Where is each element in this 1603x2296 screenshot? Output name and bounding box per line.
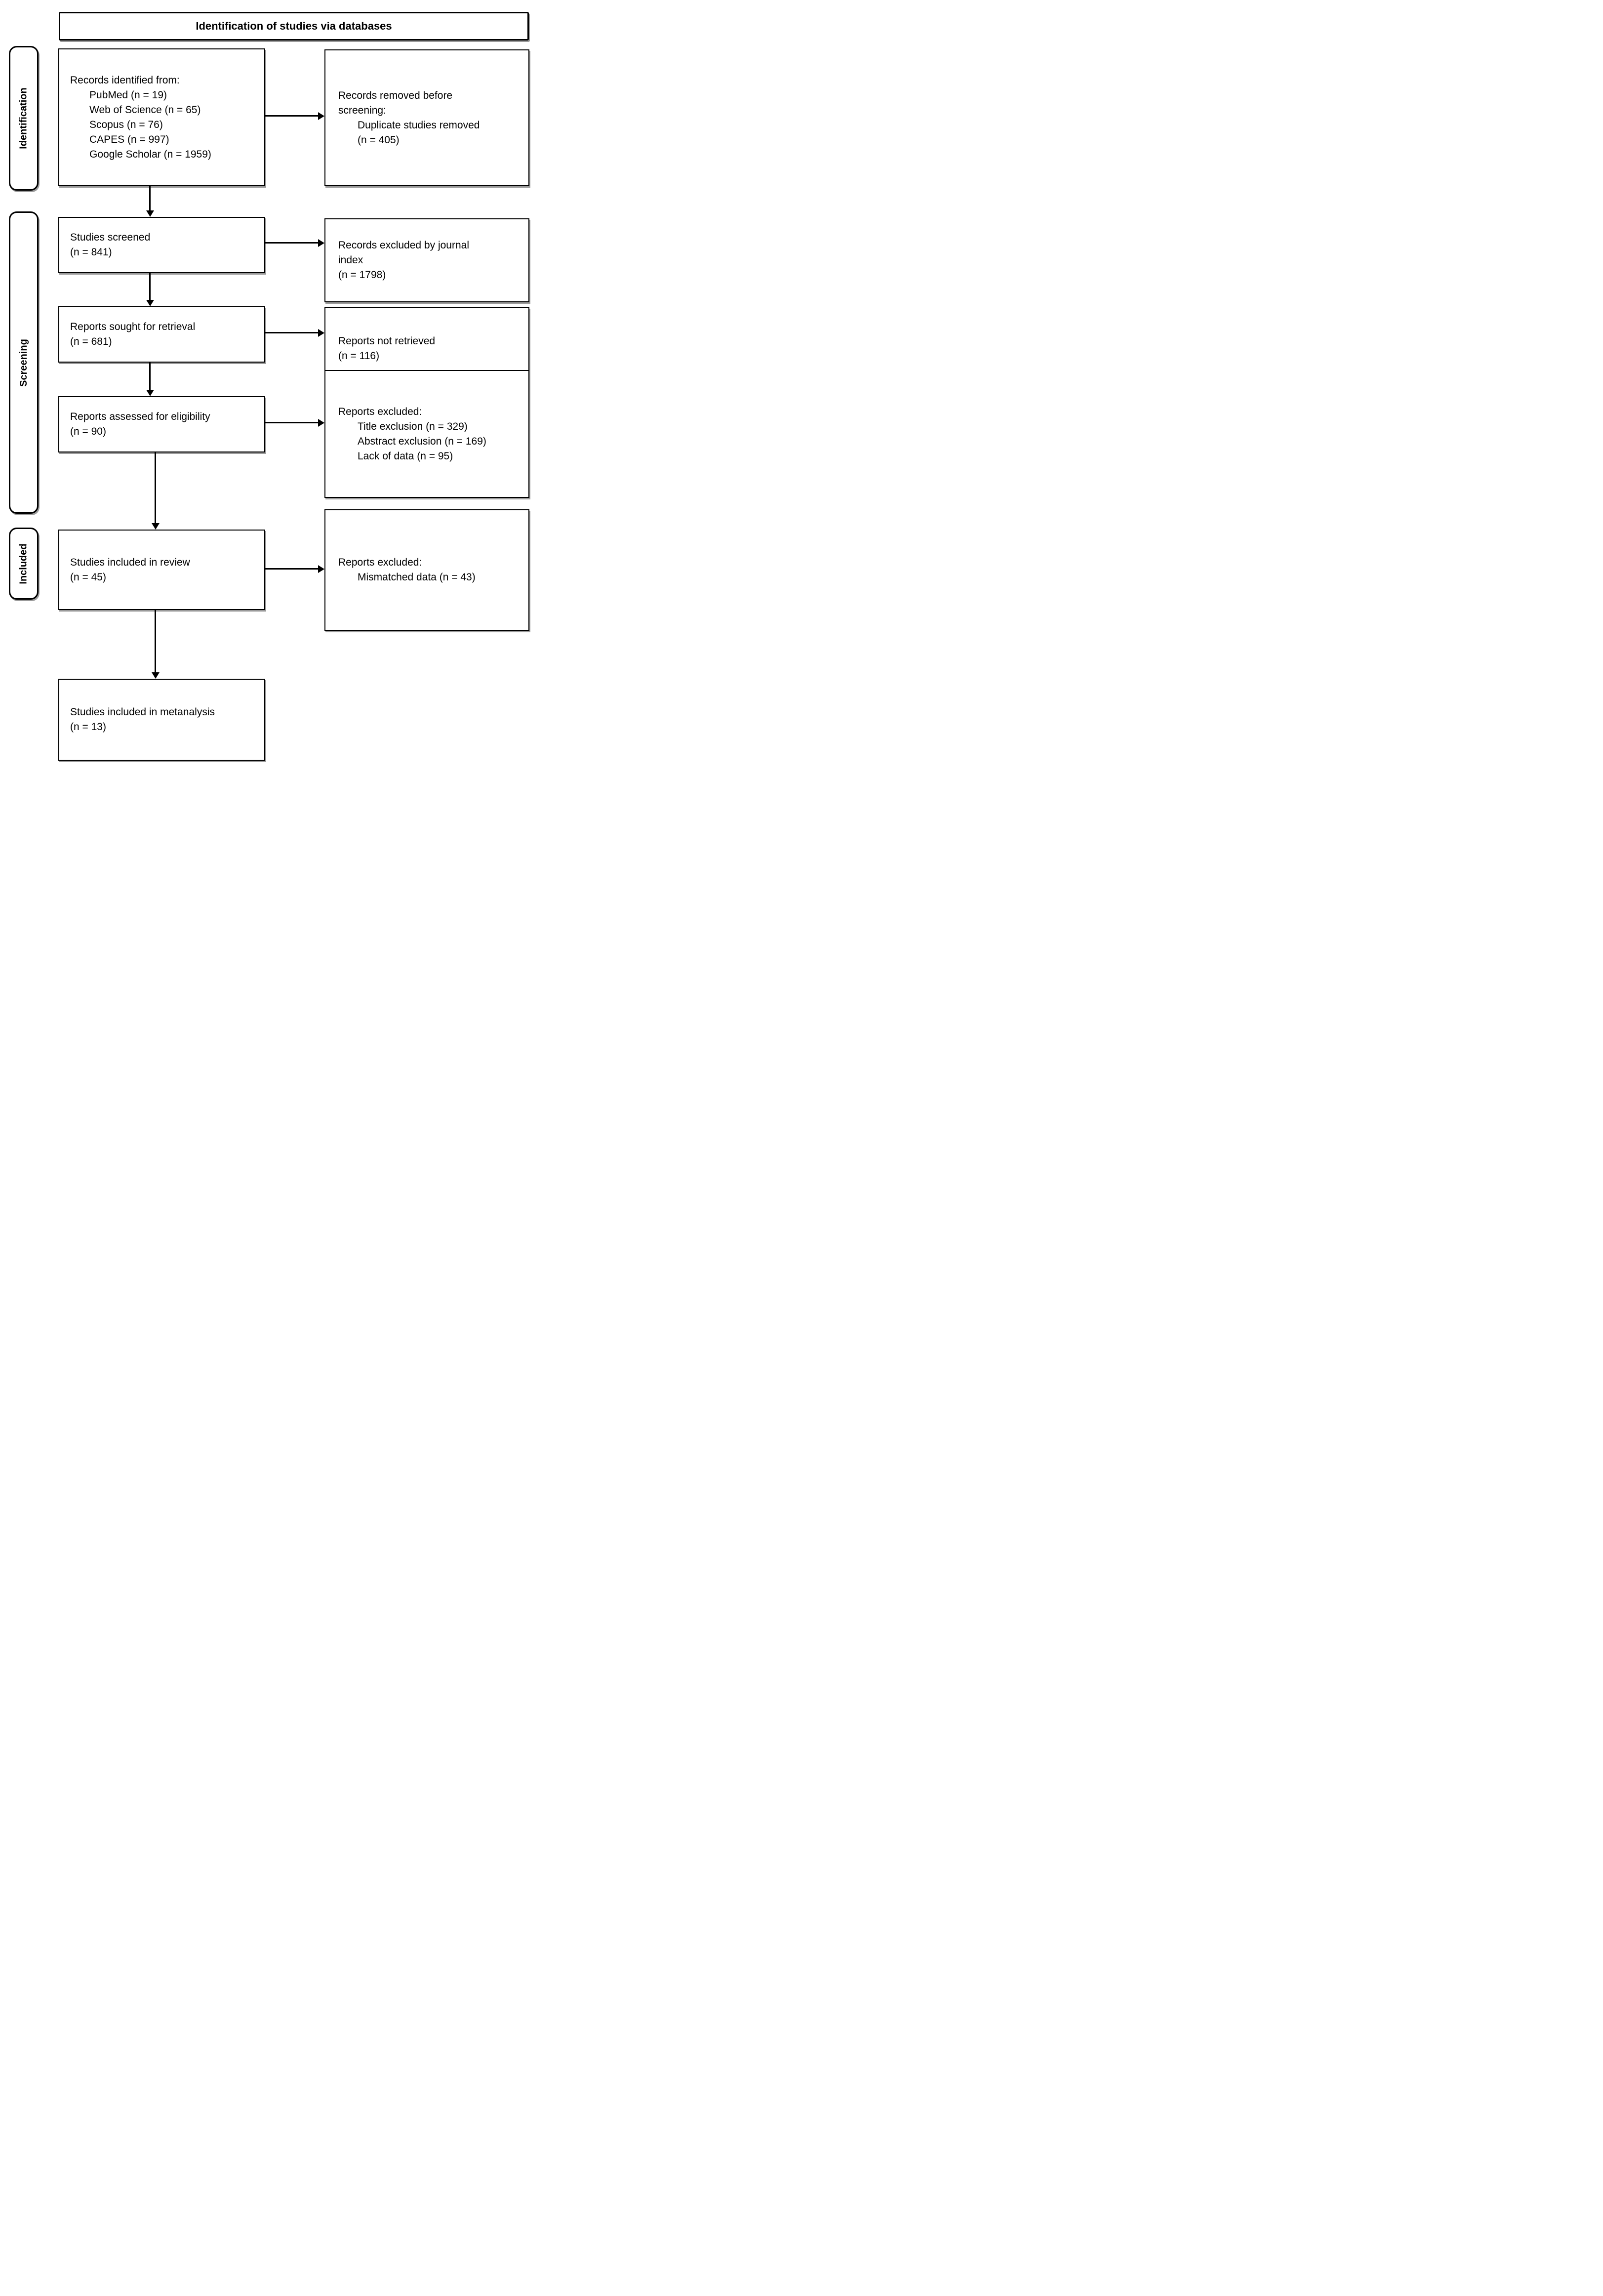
text-line: Scopus (n = 76): [89, 119, 163, 130]
text-line: Mismatched data (n = 43): [358, 572, 476, 583]
arrow-identified-to-screened: [149, 186, 151, 211]
stage-label-screening-text: Screening: [18, 338, 29, 387]
arrow-identified-to-removed: [265, 115, 319, 117]
text-line: Studies included in metanalysis: [70, 706, 215, 718]
text-line: Studies included in review: [70, 556, 190, 568]
text-line: Reports excluded:: [338, 557, 422, 568]
text-line: (n = 13): [70, 721, 106, 733]
text-line: (n = 841): [70, 246, 112, 258]
text-line: Reports sought for retrieval: [70, 321, 196, 332]
text-line: Records identified from:: [70, 74, 180, 86]
arrow-sought-to-assessed: [149, 363, 151, 390]
text-line: Reports not retrieved: [338, 335, 436, 347]
text-line: Google Scholar (n = 1959): [89, 148, 211, 160]
stage-label-screening: Screening: [9, 211, 39, 514]
text-line: CAPES (n = 997): [89, 133, 169, 145]
box-records-removed: Records removed before screening: Duplic…: [324, 49, 529, 186]
text-line: index: [338, 254, 363, 266]
arrow-screened-to-excluded-journal: [265, 242, 319, 244]
text-line: Reports excluded:: [338, 406, 422, 417]
stage-label-identification-text: Identification: [18, 87, 29, 149]
text-line: Records excluded by journal: [338, 240, 469, 251]
text-line: (n = 1798): [338, 269, 386, 281]
text-line: Abstract exclusion (n = 169): [358, 435, 486, 447]
box-reports-excluded-review: Reports excluded: Mismatched data (n = 4…: [324, 509, 529, 631]
text-line: (n = 681): [70, 336, 112, 347]
arrow-sought-to-not-retrieved: [265, 332, 319, 333]
text-line: (n = 405): [358, 134, 400, 146]
text-line: Web of Science (n = 65): [89, 104, 201, 116]
text-line: Duplicate studies removed: [358, 119, 480, 131]
box-studies-included-review: Studies included in review (n = 45): [58, 530, 265, 610]
arrow-screened-to-sought: [149, 273, 151, 300]
text-line: Title exclusion (n = 329): [358, 420, 468, 432]
text-line: (n = 45): [70, 571, 106, 583]
text-line: screening:: [338, 104, 386, 116]
box-reports-assessed: Reports assessed for eligibility (n = 90…: [58, 396, 265, 452]
box-studies-included-meta: Studies included in metanalysis (n = 13): [58, 679, 265, 761]
stage-label-identification: Identification: [9, 46, 39, 191]
text-line: (n = 90): [70, 426, 106, 437]
arrow-assessed-to-review: [155, 452, 156, 524]
box-records-excluded-journal: Records excluded by journal index (n = 1…: [324, 218, 529, 302]
box-records-identified: Records identified from: PubMed (n = 19)…: [58, 48, 265, 186]
arrow-assessed-to-excluded: [265, 422, 319, 423]
stage-label-included: Included: [9, 528, 39, 600]
diagram-title: Identification of studies via databases: [196, 20, 392, 32]
arrow-review-to-excluded-mismatched: [265, 568, 319, 570]
stage-label-included-text: Included: [18, 543, 29, 584]
text-line: (n = 116): [338, 350, 380, 362]
text-line: Records removed before: [338, 89, 453, 101]
text-line: PubMed (n = 19): [89, 89, 167, 101]
prisma-flow-diagram: Identification of studies via databases …: [0, 0, 534, 766]
text-line: Lack of data (n = 95): [358, 450, 453, 462]
box-reports-sought: Reports sought for retrieval (n = 681): [58, 306, 265, 363]
box-studies-screened: Studies screened (n = 841): [58, 217, 265, 273]
diagram-title-box: Identification of studies via databases: [59, 12, 529, 41]
box-reports-excluded-eligibility: Reports excluded: Title exclusion (n = 3…: [324, 370, 529, 498]
text-line: Studies screened: [70, 232, 151, 243]
arrow-review-to-metanalysis: [155, 610, 156, 673]
text-line: Reports assessed for eligibility: [70, 411, 210, 422]
